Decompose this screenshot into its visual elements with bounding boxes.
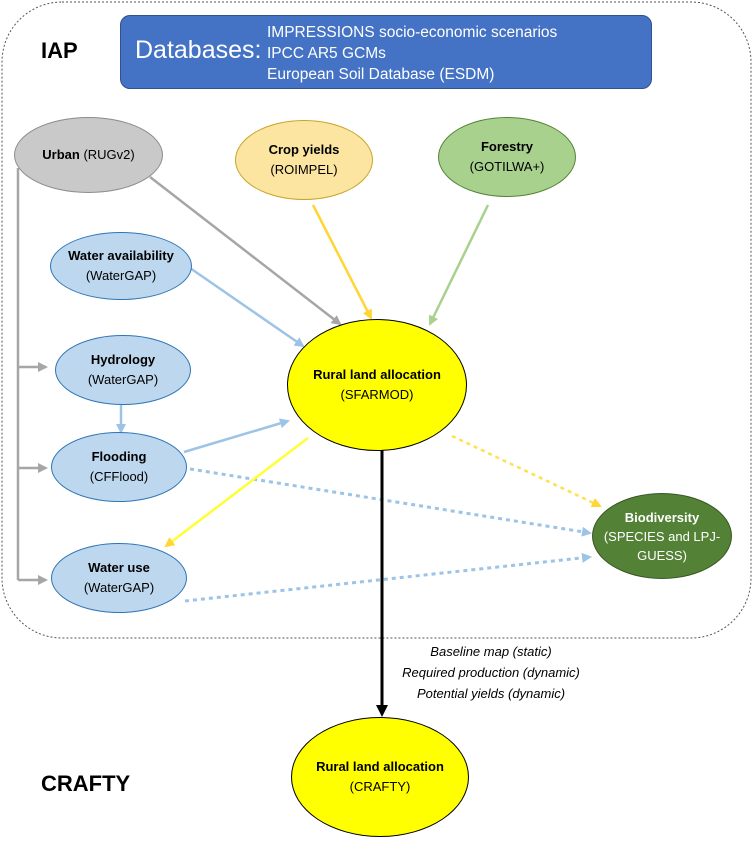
water-dotted-arrows	[184, 467, 592, 603]
hydrology-model: (WaterGAP)	[87, 372, 159, 387]
hydrology-node: Hydrology (WaterGAP)	[55, 335, 191, 405]
iap-boundary	[1, 1, 752, 639]
databases-title: Databases:	[135, 36, 262, 64]
urban-distribution-arrows	[16, 168, 342, 585]
crafty-node-name: Rural land allocation	[316, 759, 444, 774]
water-use-name: Water use	[88, 560, 150, 575]
water-use-node: Water use (WaterGAP)	[51, 543, 187, 613]
database-item: European Soil Database (ESDM)	[267, 66, 495, 83]
databases-box: Databases: IMPRESSIONS socio-economic sc…	[120, 15, 652, 89]
flooding-name: Flooding	[91, 449, 147, 464]
databases-list: IMPRESSIONS socio-economic scenarios IPC…	[267, 22, 557, 85]
crafty-node-model: (CRAFTY)	[349, 779, 411, 794]
flow-label-yields: Potential yields (dynamic)	[416, 686, 566, 701]
biodiversity-model-line1: (SPECIES and LPJ-	[603, 528, 721, 544]
flow-label-baseline: Baseline map (static)	[430, 644, 552, 659]
urban-node: Urban (RUGv2)	[14, 117, 163, 193]
water-availability-name: Water availability	[68, 248, 174, 263]
flow-label-production: Required production (dynamic)	[402, 665, 580, 680]
urban-model: (RUGv2)	[83, 147, 135, 162]
hydrology-name: Hydrology	[90, 352, 156, 367]
water-availability-node: Water availability (WaterGAP)	[50, 232, 192, 300]
biodiversity-model-line2: GUESS)	[637, 547, 687, 563]
biodiversity-name: Biodiversity	[624, 509, 700, 525]
rural-land-allocation-crafty-node: Rural land allocation (CRAFTY)	[291, 717, 469, 837]
crafty-label: CRAFTY	[41, 771, 131, 796]
allocation-to-biodiversity-arrow	[451, 434, 602, 508]
crop-yields-name: Crop yields	[268, 142, 340, 157]
crop-yields-node: Crop yields (ROIMPEL)	[235, 120, 373, 200]
biodiversity-node: Biodiversity (SPECIES and LPJ- GUESS)	[592, 493, 732, 579]
water-use-model: (WaterGAP)	[83, 580, 155, 595]
iap-label: IAP	[41, 38, 78, 63]
crop-yields-model: (ROIMPEL)	[270, 162, 338, 177]
rural-land-allocation-model: (SFARMOD)	[340, 387, 414, 402]
urban-name: Urban	[42, 147, 80, 162]
database-item: IMPRESSIONS socio-economic scenarios	[267, 24, 558, 41]
flooding-model: (CFFlood)	[89, 469, 149, 484]
forestry-model: (GOTILWA+)	[469, 159, 545, 174]
forestry-name: Forestry	[480, 139, 534, 154]
forestry-arrow	[428, 204, 490, 326]
water-arrows	[116, 266, 305, 454]
rural-land-allocation-sfarmod-node: Rural land allocation (SFARMOD)	[287, 319, 467, 451]
database-item: IPCC AR5 GCMs	[267, 45, 386, 62]
rural-land-allocation-name: Rural land allocation	[313, 367, 441, 382]
crop-arrows	[311, 204, 373, 320]
flooding-node: Flooding (CFFlood)	[51, 432, 187, 502]
water-availability-model: (WaterGAP)	[85, 268, 157, 283]
allocation-to-water-use-arrow	[164, 437, 309, 548]
forestry-node: Forestry (GOTILWA+)	[438, 117, 576, 197]
